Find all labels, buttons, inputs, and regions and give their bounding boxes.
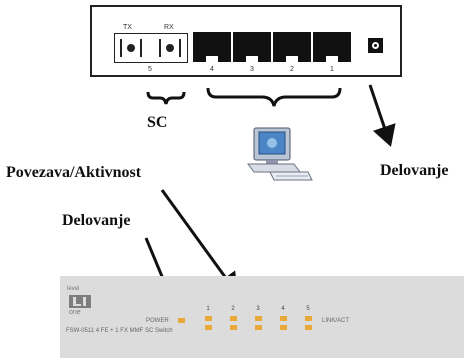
port-led [205, 325, 212, 330]
levelone-logo: level one [66, 286, 96, 320]
link-activity-label: Povezava/Aktivnost [6, 164, 142, 181]
sc-tx-label: TX [123, 24, 132, 31]
rj45-port-1 [313, 32, 351, 62]
arrow-link-activity [160, 189, 238, 295]
port-led-number: 1 [206, 306, 210, 312]
front-panel [60, 276, 464, 358]
sc-port-number: 5 [148, 66, 152, 73]
port-led-number: 2 [231, 306, 235, 312]
power-jack [368, 38, 383, 53]
arrow-power-right [368, 84, 396, 147]
logo-mark [69, 295, 91, 308]
rj45-port-number: 3 [250, 66, 254, 73]
port-led [305, 325, 312, 330]
logo-text-bottom: one [69, 309, 81, 316]
sc-label: SC [147, 114, 168, 131]
power-label-right: Delovanje [380, 162, 449, 179]
rj45-port-number: 4 [210, 66, 214, 73]
sc-tx-socket [120, 39, 142, 57]
port-led [255, 316, 262, 321]
port-led [230, 316, 237, 321]
port-led [255, 325, 262, 330]
port-led [230, 325, 237, 330]
port-led [205, 316, 212, 321]
port-led-number: 4 [281, 306, 285, 312]
sc-rx-label: RX [164, 24, 174, 31]
model-text: FSW-0511 4 FE + 1 FX MMF SC Switch [66, 328, 173, 334]
port-led [280, 325, 287, 330]
port-led-number: 3 [256, 306, 260, 312]
link-act-label: LINK/ACT [322, 318, 350, 324]
power-led [178, 318, 185, 323]
rj45-port-2 [273, 32, 311, 62]
port-led-number: 5 [306, 306, 310, 312]
rj45-bracket [206, 87, 342, 107]
sc-bracket [146, 91, 186, 105]
sc-connector [114, 33, 188, 63]
sc-rx-socket [159, 39, 181, 57]
rj45-port-3 [233, 32, 271, 62]
port-led [280, 316, 287, 321]
rj45-port-number: 2 [290, 66, 294, 73]
port-led [305, 316, 312, 321]
computer-icon [247, 127, 313, 181]
power-label-left: Delovanje [62, 212, 131, 229]
logo-text-top: level [67, 286, 80, 292]
rj45-port-number: 1 [330, 66, 334, 73]
power-led-label: POWER [146, 318, 169, 324]
rj45-port-4 [193, 32, 231, 62]
